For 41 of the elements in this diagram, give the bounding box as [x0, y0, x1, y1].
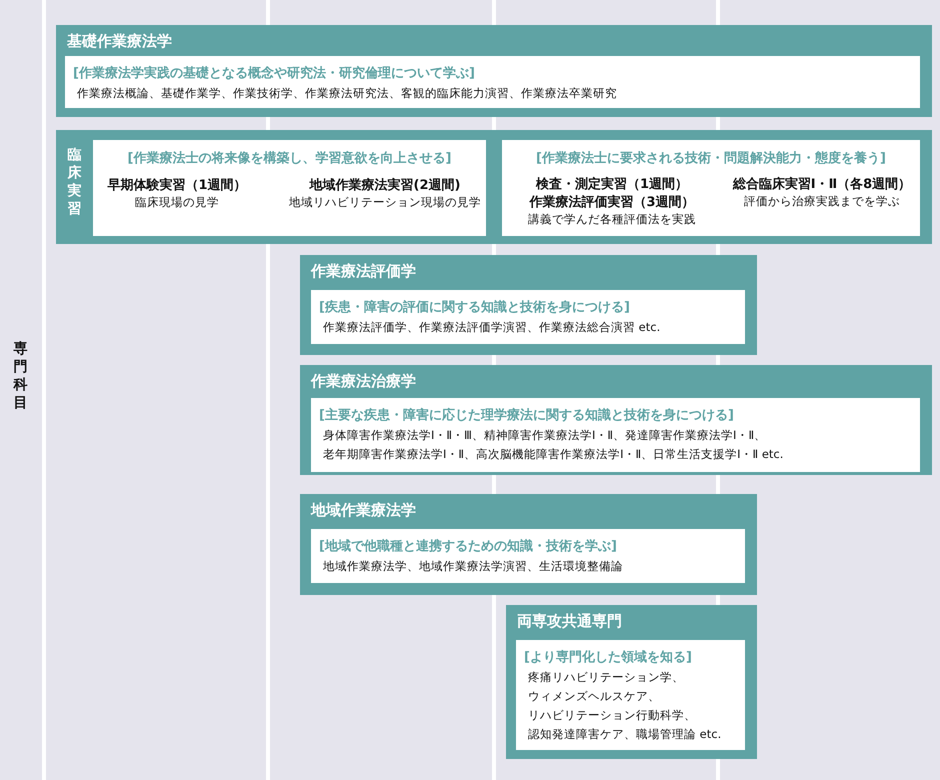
content-panel — [65, 56, 920, 108]
content-panel — [311, 529, 745, 583]
content-panel — [93, 140, 486, 236]
goal-heading: [疾患・障害の評価に関する知識と技術を身につける] — [319, 298, 630, 316]
goal-heading: [作業療法学実践の基礎となる概念や研究法・研究倫理について学ぶ] — [73, 64, 475, 82]
course-box — [56, 130, 932, 244]
goal-heading: [主要な疾患・障害に応じた理学療法に関する知識と技術を身につける] — [319, 406, 734, 424]
practicum-title: 作業療法評価実習（3週間） — [528, 194, 696, 211]
content-panel — [311, 290, 745, 344]
practicum-title: 検査・測定実習（1週間） — [534, 176, 690, 193]
goal-heading: [より専門化した領域を知る] — [524, 648, 692, 666]
course-box — [506, 605, 757, 759]
practicum-description: 評価から治療実践までを学ぶ — [743, 194, 901, 209]
practicum-description: 臨床現場の見学 — [134, 195, 220, 210]
subject-list: 作業療法概論、基礎作業学、作業技術学、作業療法研究法、客観的臨床能力演習、作業療法卒業研究 — [77, 84, 912, 103]
course-title: 作業療法評価学 — [311, 262, 416, 281]
content-panel — [502, 140, 920, 236]
goal-heading: [作業療法士の将来像を構築し、学習意欲を向上させる] — [126, 150, 452, 167]
content-panel — [516, 640, 745, 750]
course-box — [56, 25, 932, 117]
practicum-description: 講義で学んだ各種評価法を実践 — [527, 212, 697, 227]
subject-list: 地域作業療法学、地域作業療法学演習、生活環境整備論 — [323, 557, 737, 576]
practicum-description: 地域リハビリテーション現場の見学 — [288, 195, 482, 210]
subject-list: 疼痛リハビリテーション学、ウィメンズヘルスケア、リハビリテーション行動科学、認知発達障害ケア、職場管理論 etc. — [528, 668, 737, 744]
course-box — [300, 365, 932, 475]
goal-heading: [作業療法士に要求される技術・問題解決能力・態度を養う] — [535, 150, 887, 167]
practicum-title: 総合臨床実習Ⅰ・Ⅱ（各8週間） — [732, 176, 912, 193]
column-label: 専門科目 — [13, 340, 28, 412]
practicum-title: 早期体験実習（1週間） — [106, 176, 248, 194]
practicum-title: 地域作業療法実習(2週間) — [308, 176, 462, 194]
course-box — [300, 255, 757, 355]
course-title: 作業療法治療学 — [311, 372, 416, 391]
course-title: 両専攻共通専門 — [517, 612, 622, 631]
course-title: 基礎作業療法学 — [67, 32, 172, 51]
subject-list: 身体障害作業療法学Ⅰ・Ⅱ・Ⅲ、精神障害作業療法学Ⅰ・Ⅱ、発達障害作業療法学Ⅰ・Ⅱ、老年期障害作業療法学Ⅰ・Ⅱ、高次脳機能障害作業療法学Ⅰ・Ⅱ、日常生活支援学Ⅰ・Ⅱ etc. — [323, 426, 912, 464]
course-box — [300, 494, 757, 595]
course-title: 地域作業療法学 — [311, 501, 416, 520]
goal-heading: [地域で他職種と連携するための知識・技術を学ぶ] — [319, 538, 617, 555]
subject-list: 作業療法評価学、作業療法評価学演習、作業療法総合演習 etc. — [323, 318, 737, 337]
course-title: 臨床実習 — [67, 146, 82, 218]
content-panel — [311, 398, 920, 472]
